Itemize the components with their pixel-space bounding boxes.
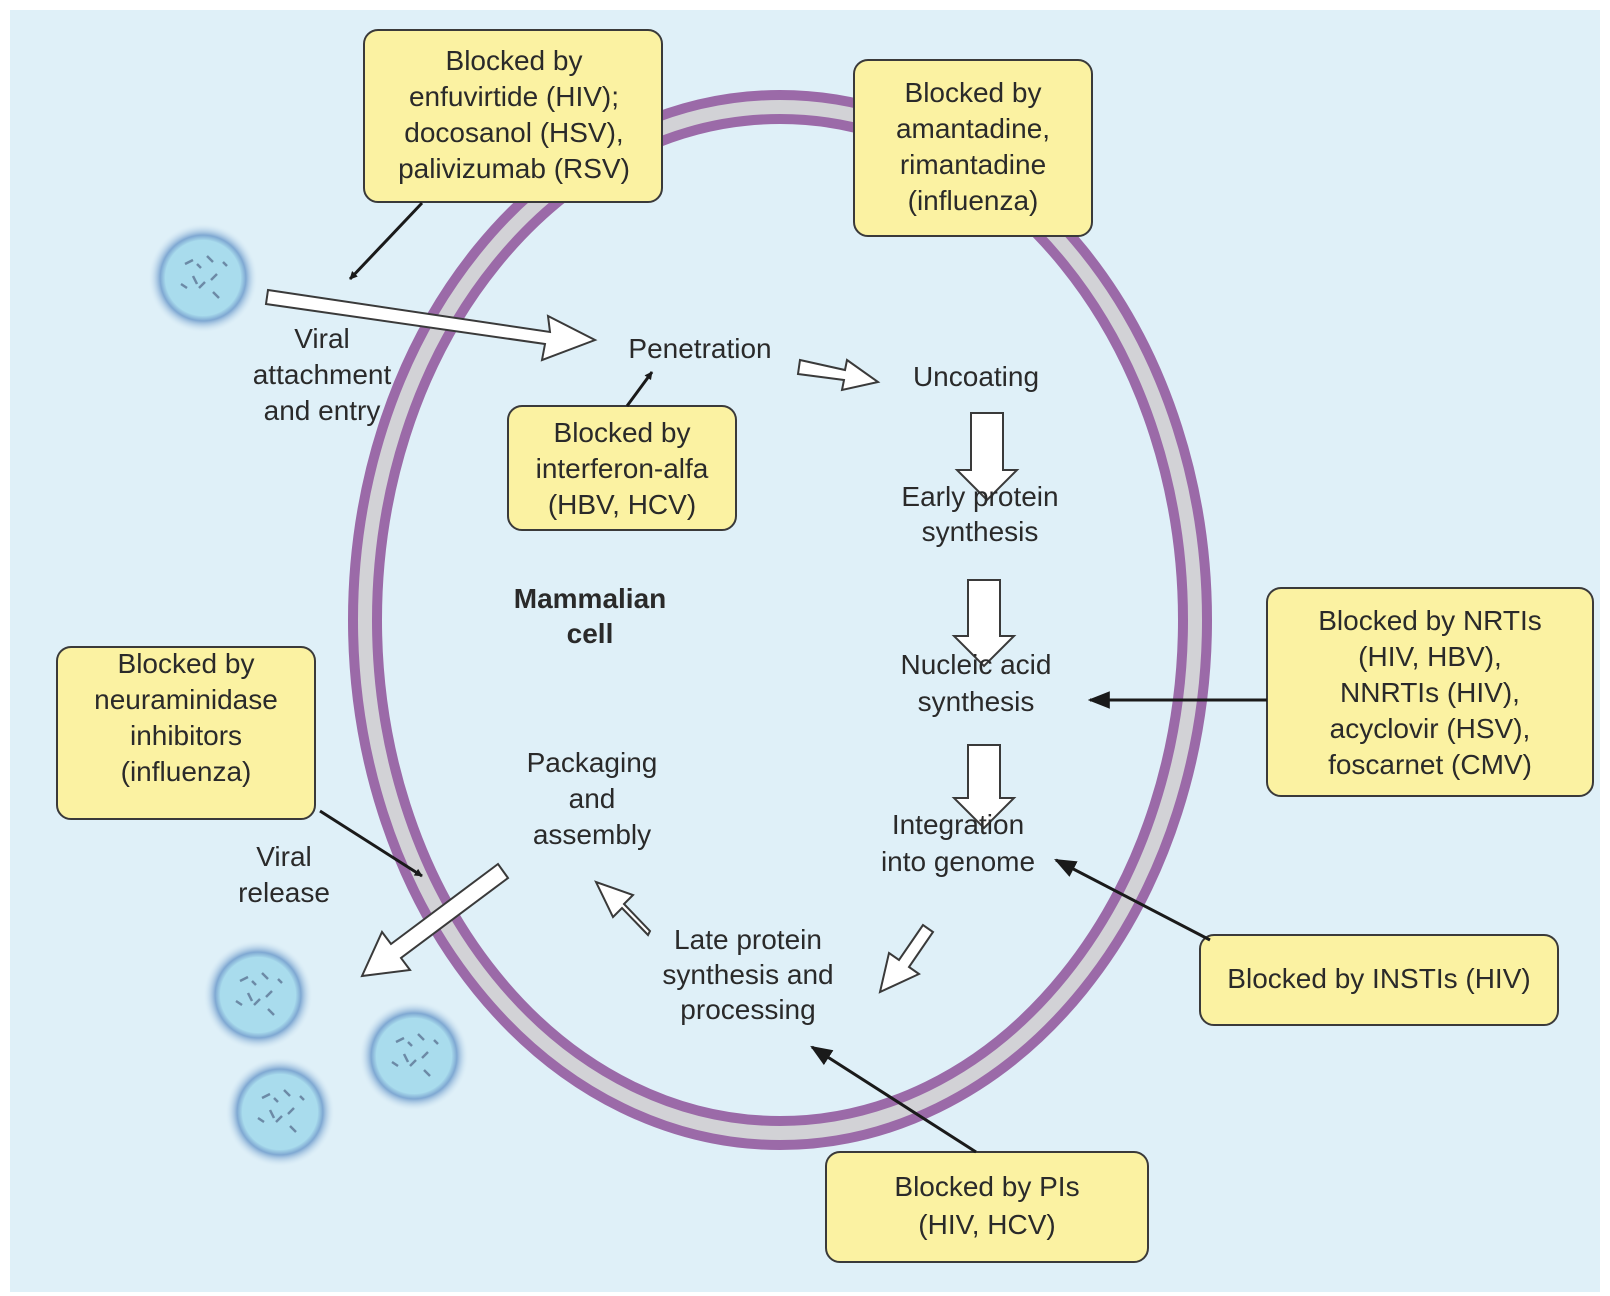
callout-neuraminidase-text-line: (influenza)	[121, 756, 252, 787]
arrow-integration-to-late-protein	[878, 923, 935, 994]
step-packaging-line: and	[569, 783, 616, 814]
step-viral-release-line: Viral	[256, 841, 312, 872]
step-viral-attachment: Viral attachment and entry	[253, 323, 392, 426]
callout-amantadine-text-line: (influenza)	[908, 185, 1039, 216]
callout-insti-text-line: Blocked by INSTIs (HIV)	[1227, 963, 1530, 994]
step-nucleic-acid-line: Nucleic acid	[901, 649, 1052, 680]
cell-label: Mammalian cell	[514, 583, 667, 649]
pointer-insti	[1054, 858, 1211, 942]
callout-interferon-text-line: (HBV, HCV)	[548, 489, 696, 520]
callout-neuraminidase-text-line: neuraminidase	[94, 684, 278, 715]
step-integration-line: into genome	[881, 846, 1035, 877]
step-integration-line: Integration	[892, 809, 1024, 840]
arrow-penetration-to-uncoating	[796, 358, 881, 392]
step-uncoating: Uncoating	[913, 361, 1039, 392]
arrow-nucleic-acid-to-integration	[951, 744, 1017, 830]
step-early-protein-line: Early protein	[901, 481, 1058, 512]
pointer-interferon	[625, 371, 654, 407]
callout-nrti-text-line: Blocked by NRTIs	[1318, 605, 1542, 636]
step-nucleic-acid-line: synthesis	[918, 686, 1035, 717]
callout-interferon-text: Blocked by interferon-alfa (HBV, HCV)	[536, 417, 709, 520]
callout-nrti-text-line: foscarnet (CMV)	[1328, 749, 1532, 780]
pointer-neuraminidase	[319, 809, 423, 878]
step-viral-attachment-line: and entry	[264, 395, 381, 426]
step-viral-release: Viral release	[238, 841, 330, 908]
callout-interferon-text-line: interferon-alfa	[536, 453, 709, 484]
callout-amantadine-text-line: Blocked by	[905, 77, 1042, 108]
callout-enfuvirtide-text: Blocked by enfuvirtide (HIV); docosanol (H…	[398, 45, 630, 184]
callout-pi-text-line: Blocked by PIs	[894, 1171, 1079, 1202]
callout-nrti-text-line: (HIV, HBV),	[1358, 641, 1502, 672]
callout-insti	[1199, 934, 1559, 1026]
step-late-protein: Late protein synthesis and processing	[662, 924, 833, 1025]
arrow-early-protein-to-nucleic-acid	[951, 579, 1017, 668]
step-integration: Integration into genome	[881, 809, 1035, 877]
callout-enfuvirtide	[363, 29, 663, 203]
callout-amantadine-text: Blocked by amantadine, rimantadine (influen…	[896, 77, 1050, 216]
step-late-protein-line: processing	[680, 994, 815, 1025]
callout-pi-text-line: (HIV, HCV)	[918, 1209, 1055, 1240]
callout-nrti	[1266, 587, 1594, 797]
callout-amantadine-text-line: rimantadine	[900, 149, 1046, 180]
callout-interferon-text-line: Blocked by	[554, 417, 691, 448]
virion-entering	[148, 223, 258, 333]
callout-neuraminidase-text-line: Blocked by	[118, 648, 255, 679]
callout-nrti-text-line: NNRTIs (HIV),	[1340, 677, 1520, 708]
step-packaging: Packaging and assembly	[527, 747, 658, 850]
step-late-protein-line: synthesis and	[662, 959, 833, 990]
step-penetration: Penetration	[628, 333, 771, 364]
virion-released-2	[359, 1001, 469, 1111]
diagram-canvas: Mammalian cell Viral attachment and entry P…	[10, 10, 1600, 1292]
callout-interferon	[507, 405, 737, 531]
callout-nrti-text-line: acyclovir (HSV),	[1330, 713, 1531, 744]
cell-membrane	[348, 90, 1212, 1150]
callout-insti-text: Blocked by INSTIs (HIV)	[1227, 963, 1530, 994]
callout-pi-text: Blocked by PIs (HIV, HCV)	[894, 1171, 1079, 1240]
callout-enfuvirtide-text-line: enfuvirtide (HIV);	[409, 81, 619, 112]
arrow-viral-release	[360, 862, 510, 978]
callout-enfuvirtide-text-line: docosanol (HSV),	[404, 117, 623, 148]
step-early-protein-line: synthesis	[922, 516, 1039, 547]
step-penetration-line: Penetration	[628, 333, 771, 364]
step-uncoating-line: Uncoating	[913, 361, 1039, 392]
callout-neuraminidase	[56, 646, 316, 820]
step-packaging-line: Packaging	[527, 747, 658, 778]
pointer-pi	[810, 1045, 977, 1154]
cell-label-line: cell	[567, 618, 614, 649]
callout-nrti-text: Blocked by NRTIs (HIV, HBV), NNRTIs (HIV),…	[1318, 605, 1542, 780]
virion-released-3	[225, 1057, 335, 1167]
callout-amantadine	[853, 59, 1093, 237]
step-viral-release-line: release	[238, 877, 330, 908]
step-packaging-line: assembly	[533, 819, 651, 850]
step-viral-attachment-line: Viral	[294, 323, 350, 354]
callout-neuraminidase-text: Blocked by neuraminidase inhibitors (influe…	[94, 648, 278, 787]
callout-enfuvirtide-text-line: palivizumab (RSV)	[398, 153, 630, 184]
pointer-enfuvirtide	[348, 201, 424, 281]
viral-replication-diagram: Mammalian cell Viral attachment and entry P…	[56, 29, 1594, 1263]
step-viral-attachment-line: attachment	[253, 359, 392, 390]
step-nucleic-acid: Nucleic acid synthesis	[901, 649, 1052, 717]
step-late-protein-line: Late protein	[674, 924, 822, 955]
callout-neuraminidase-text-line: inhibitors	[130, 720, 242, 751]
arrow-attachment-to-penetration	[264, 288, 598, 362]
cell-label-line: Mammalian	[514, 583, 667, 614]
step-early-protein: Early protein synthesis	[901, 481, 1058, 547]
callout-amantadine-text-line: amantadine,	[896, 113, 1050, 144]
arrow-uncoating-to-early-protein	[954, 412, 1020, 502]
callout-pi	[825, 1151, 1149, 1263]
callout-enfuvirtide-text-line: Blocked by	[446, 45, 583, 76]
arrow-late-protein-to-packaging	[594, 880, 652, 937]
virion-released-1	[203, 940, 313, 1050]
